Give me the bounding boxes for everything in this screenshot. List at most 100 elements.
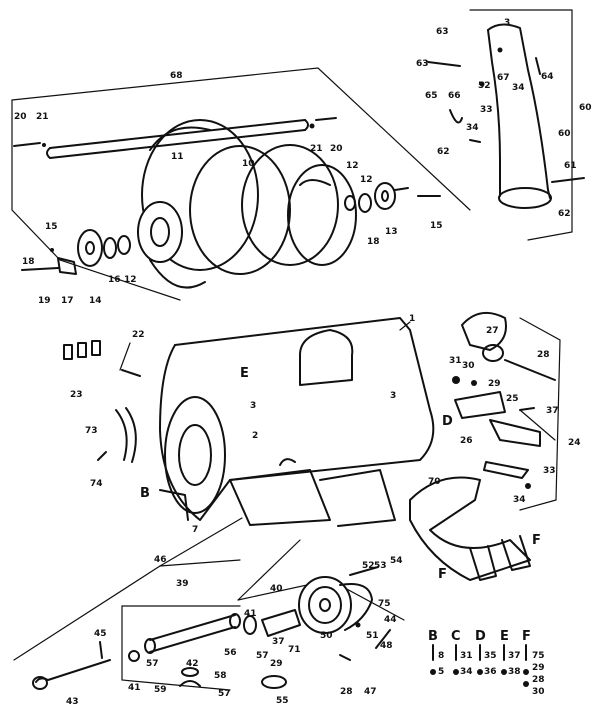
key-D: D — [475, 629, 486, 644]
key-C: C — [451, 629, 461, 644]
auger-shaft — [46, 119, 309, 159]
label-57b: 57 — [146, 659, 159, 669]
label-57c: 57 — [218, 689, 231, 699]
label-43-top: 63 — [416, 59, 429, 69]
key-E-37: 37 — [508, 651, 521, 661]
label-52a: 52 — [478, 81, 491, 91]
label-37b: 37 — [272, 637, 285, 647]
label-37: 37 — [546, 406, 559, 416]
label-74: 74 — [90, 479, 103, 489]
label-26: 26 — [460, 436, 473, 446]
key-C-31: 31 — [460, 651, 473, 661]
left-bearing-parts — [21, 229, 131, 275]
label-40: 40 — [270, 584, 283, 594]
group-68-boundary — [469, 9, 573, 241]
label-25: 25 — [506, 394, 519, 404]
label-71: 71 — [288, 645, 301, 655]
scraper-blade — [409, 476, 531, 581]
key-D-35: 35 — [484, 651, 497, 661]
label-28: 28 — [537, 350, 550, 360]
label-68b: 60 — [579, 103, 592, 113]
key-E: E — [500, 629, 509, 644]
callout-E: E — [240, 366, 249, 381]
label-14: 14 — [89, 296, 102, 306]
housing-small-parts — [63, 340, 141, 463]
label-28b: 28 — [340, 687, 353, 697]
label-61: 61 — [564, 161, 577, 171]
discharge-chute — [427, 23, 585, 209]
label-47: 47 — [364, 687, 377, 697]
label-1: 1 — [409, 314, 416, 324]
label-55: 55 — [276, 696, 289, 706]
group-24-boundary — [519, 317, 561, 511]
label-43: 43 — [66, 697, 79, 707]
label-60: 60 — [558, 129, 571, 139]
chute-crank-parts — [452, 311, 556, 489]
label-68: 68 — [170, 71, 183, 81]
callout-F2: F — [438, 567, 447, 582]
label-58: 58 — [214, 671, 227, 681]
label-50: 50 — [320, 631, 333, 641]
idler-shaft-assembly — [32, 609, 301, 690]
group-46-boundary — [13, 559, 405, 691]
key-B: B — [428, 629, 438, 644]
key-F-28: 28 — [532, 675, 545, 685]
label-16: 16 — [108, 275, 121, 285]
label-34a: 34 — [512, 83, 525, 93]
label-41a: 41 — [244, 609, 257, 619]
label-56: 56 — [224, 648, 237, 658]
label-20b: 20 — [330, 144, 343, 154]
pulley — [298, 566, 391, 661]
key-F-29: 29 — [532, 663, 545, 673]
label-62a: 62 — [437, 147, 450, 157]
label-7: 7 — [192, 525, 199, 535]
label-10: 10 — [242, 159, 255, 169]
label-46: 46 — [154, 555, 167, 565]
label-12c: 12 — [124, 275, 137, 285]
key-D-36: 36 — [484, 667, 497, 677]
label-57a: 57 — [256, 651, 269, 661]
label-29b: 29 — [270, 659, 283, 669]
callout-B: B — [140, 486, 150, 501]
label-12b: 12 — [360, 175, 373, 185]
auger-housing — [159, 317, 435, 527]
right-bearing-parts — [344, 182, 441, 213]
label-13: 13 — [385, 227, 398, 237]
label-42: 42 — [186, 659, 199, 669]
label-18b: 18 — [22, 257, 35, 267]
label-3a: 3 — [504, 18, 511, 28]
label-70: 70 — [428, 477, 441, 487]
label-73: 73 — [85, 426, 98, 436]
label-34c: 34 — [513, 495, 526, 505]
label-24: 24 — [568, 438, 581, 448]
label-64: 64 — [541, 72, 554, 82]
label-21b: 21 — [310, 144, 323, 154]
key-E-38: 38 — [508, 667, 521, 677]
label-39: 39 — [176, 579, 189, 589]
label-15a: 15 — [45, 222, 58, 232]
shaft-pins — [13, 117, 337, 147]
label-66: 66 — [448, 91, 461, 101]
auger-spiral — [137, 119, 357, 289]
label-62b: 62 — [558, 209, 571, 219]
label-22: 22 — [132, 330, 145, 340]
label-2: 2 — [252, 431, 259, 441]
label-15b: 15 — [430, 221, 443, 231]
key-C-34: 34 — [460, 667, 473, 677]
label-18a: 18 — [367, 237, 380, 247]
leader-lines — [119, 321, 556, 601]
label-67: 67 — [497, 73, 510, 83]
label-65: 65 — [425, 91, 438, 101]
label-33: 33 — [543, 466, 556, 476]
label-31: 31 — [449, 356, 462, 366]
label-17: 17 — [61, 296, 74, 306]
label-19: 19 — [38, 296, 51, 306]
label-48: 48 — [380, 641, 393, 651]
label-59: 59 — [154, 685, 167, 695]
label-34b: 34 — [466, 123, 479, 133]
label-52b: 52 — [362, 561, 375, 571]
label-20a: 20 — [14, 112, 27, 122]
label-75: 75 — [378, 599, 391, 609]
